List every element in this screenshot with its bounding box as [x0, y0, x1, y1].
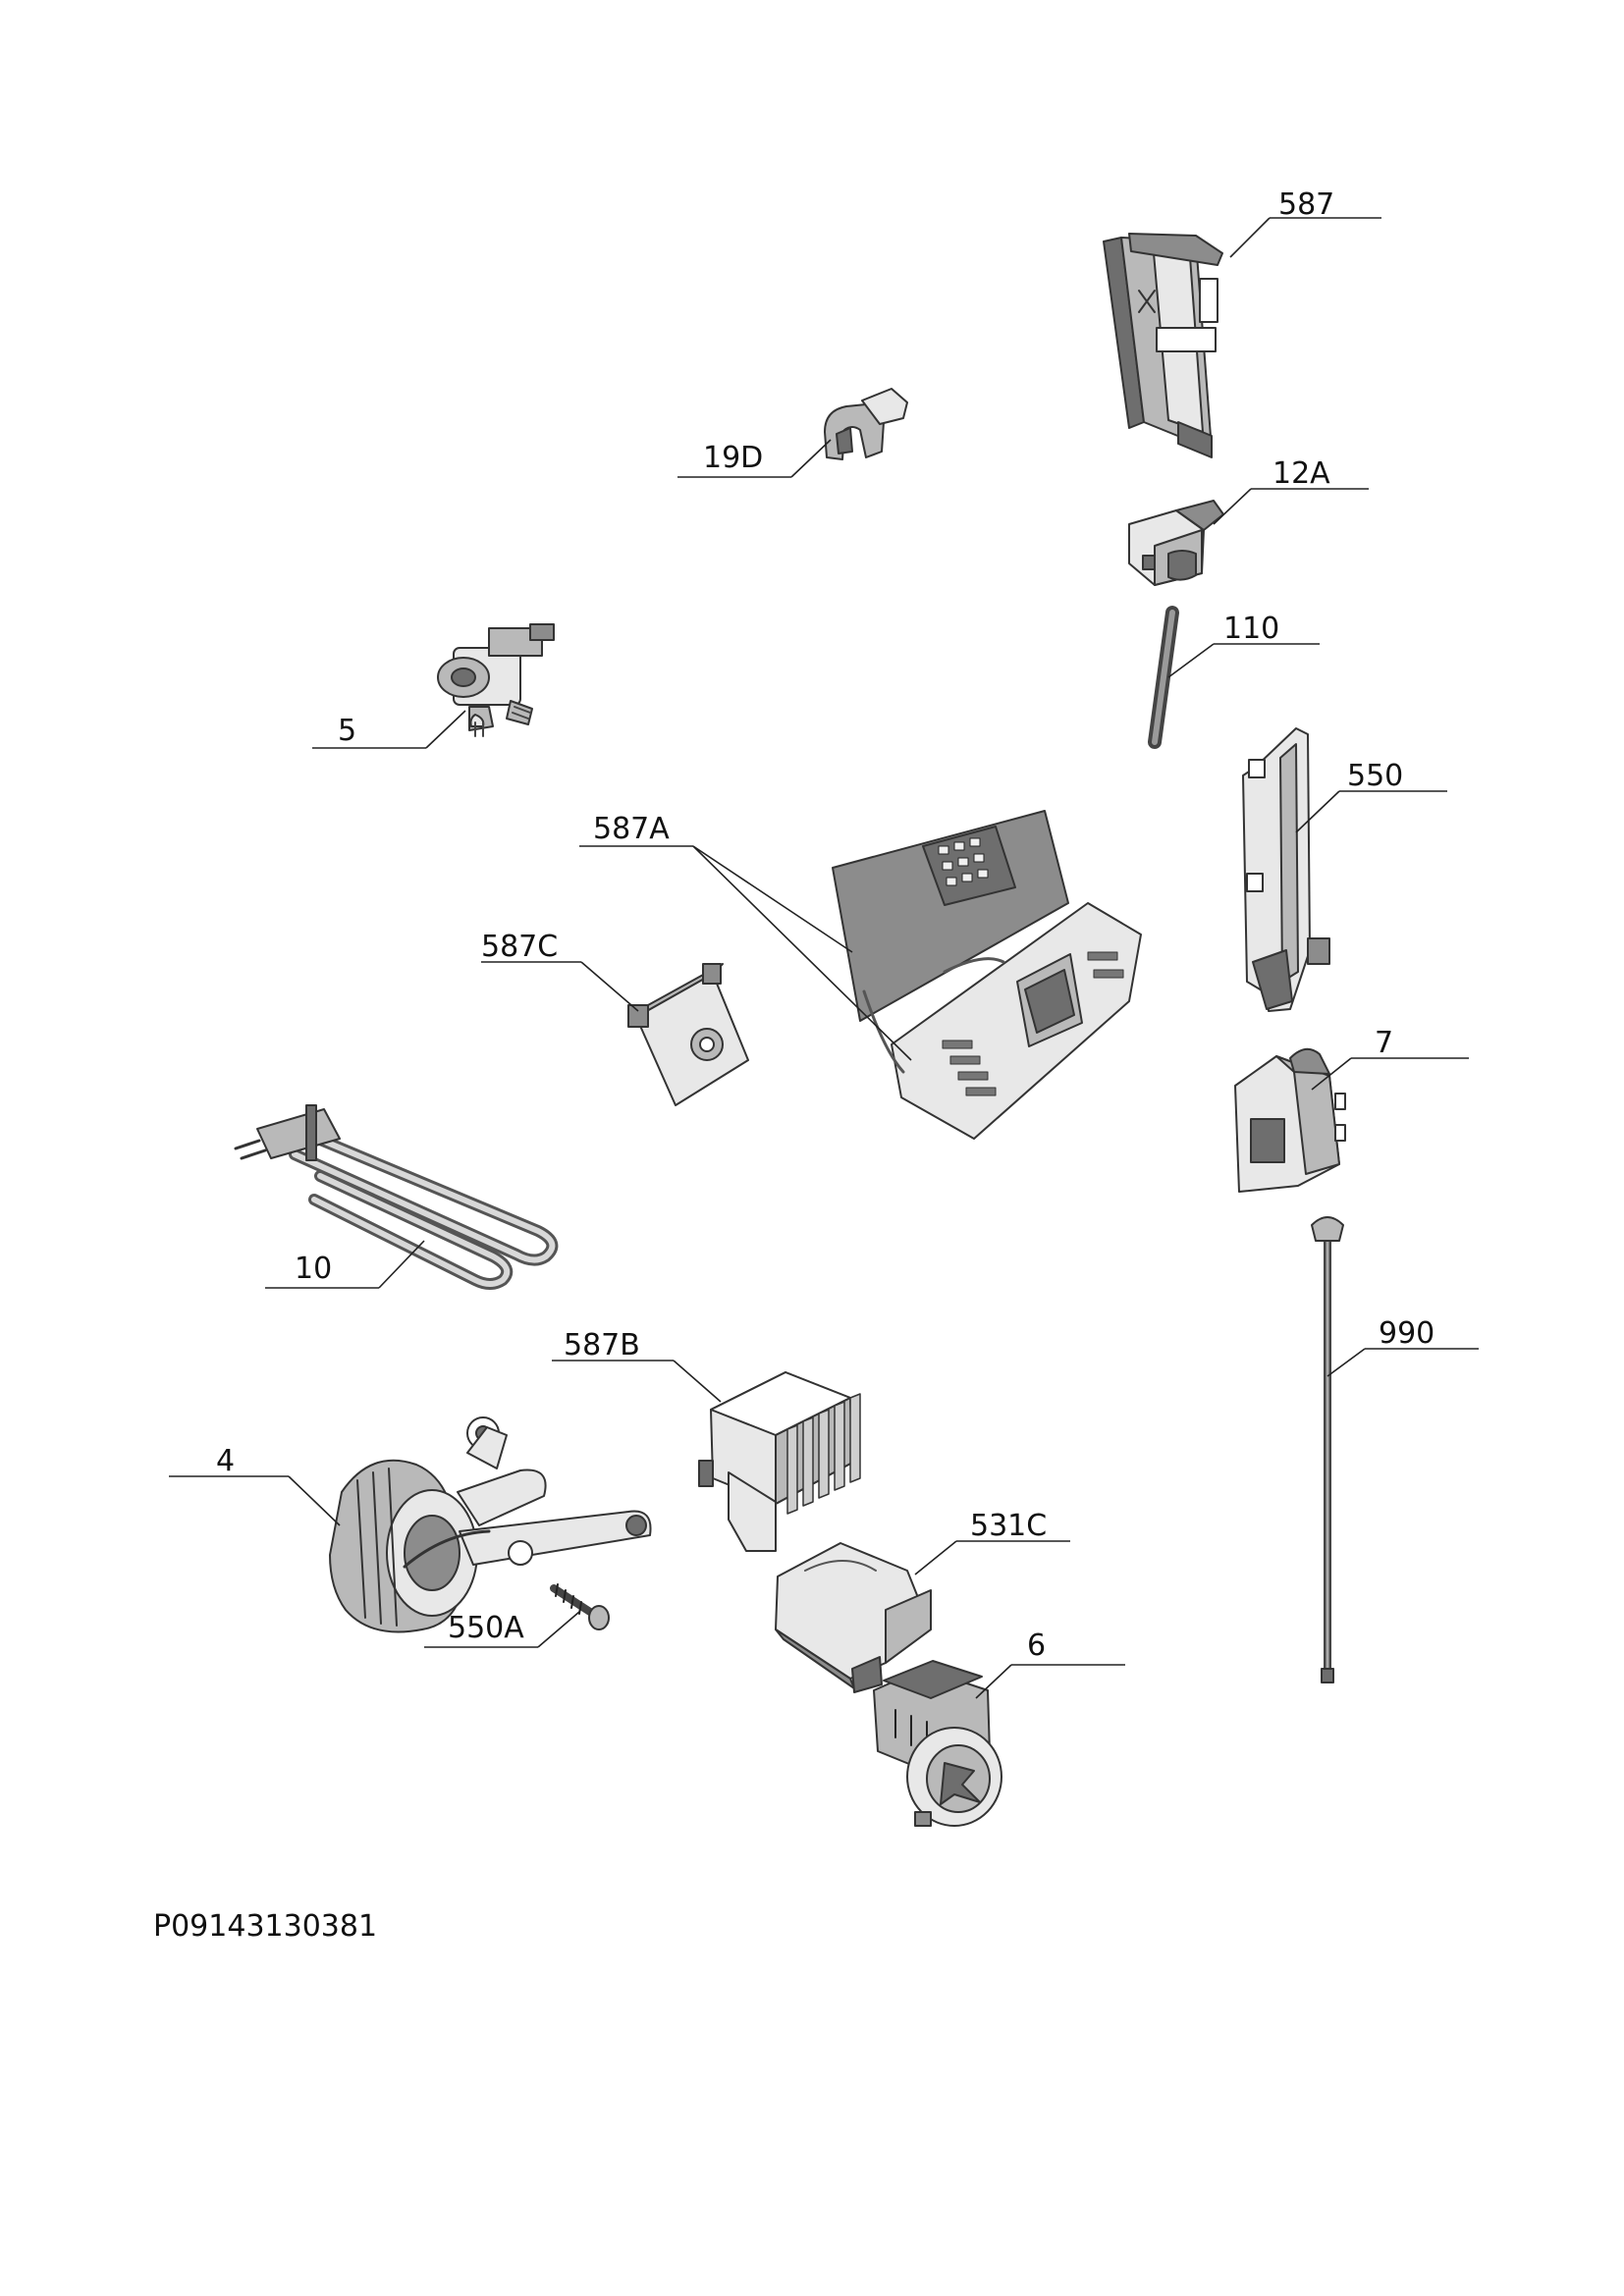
callout-10-label: 10	[295, 1252, 332, 1286]
callout-110: 110	[1167, 612, 1320, 678]
callout-587c-label: 587C	[481, 930, 558, 964]
callout-4-label: 4	[216, 1444, 235, 1478]
diagram-code: P09143130381	[153, 1909, 377, 1944]
callout-7: 7	[1311, 1026, 1469, 1091]
callout-587b-label: 587B	[564, 1328, 640, 1362]
callout-19d-label: 19D	[703, 441, 763, 475]
part-6-drain-pump	[873, 1660, 1002, 1827]
part-990-wire-harness	[1311, 1216, 1344, 1683]
callout-110-label: 110	[1223, 612, 1279, 646]
callout-587-label: 587	[1278, 187, 1334, 222]
part-5-inlet-valve	[437, 623, 555, 737]
callout-6-label: 6	[1027, 1629, 1046, 1663]
part-7-door-lock	[1234, 1047, 1346, 1193]
callout-550-label: 550	[1347, 759, 1403, 793]
callout-587a-label: 587A	[593, 812, 670, 846]
callout-587: 587	[1229, 187, 1381, 258]
callout-550a-label: 531C	[970, 1509, 1047, 1543]
callout-4: 4	[169, 1444, 341, 1526]
callout-10: 10	[265, 1240, 425, 1289]
callout-12a: 12A	[1213, 456, 1369, 525]
part-531c-screw	[550, 1583, 610, 1630]
part-587b-heatsink-module	[698, 1371, 861, 1552]
callout-6: 6	[975, 1629, 1125, 1699]
part-19d-clip	[824, 388, 908, 460]
callout-531c: 550A	[424, 1611, 580, 1648]
part-587-dispenser-housing	[1103, 233, 1223, 458]
part-4-motor	[329, 1416, 652, 1633]
callout-5-label: 5	[338, 714, 356, 748]
callout-587b: 587B	[552, 1328, 722, 1403]
part-550a-cover	[775, 1542, 932, 1693]
part-587a-control-board	[832, 810, 1142, 1140]
callout-19d: 19D	[677, 439, 832, 478]
callout-7-label: 7	[1375, 1026, 1393, 1060]
callout-587c: 587C	[481, 930, 639, 1012]
part-12a-bracket	[1128, 500, 1224, 586]
callout-550: 550	[1295, 759, 1447, 833]
part-110-hose	[1148, 606, 1179, 749]
callout-5: 5	[312, 710, 466, 749]
callout-550a: 531C	[914, 1509, 1070, 1575]
callout-531c-label: 550A	[448, 1611, 524, 1645]
part-550-rail-bracket	[1242, 727, 1330, 1012]
callout-990: 990	[1326, 1316, 1479, 1377]
callout-587a: 587A	[579, 812, 912, 1061]
part-587c-module	[627, 963, 749, 1106]
part-10-heating-element	[234, 1104, 559, 1290]
callout-12a-label: 12A	[1272, 456, 1330, 491]
callout-990-label: 990	[1379, 1316, 1435, 1351]
